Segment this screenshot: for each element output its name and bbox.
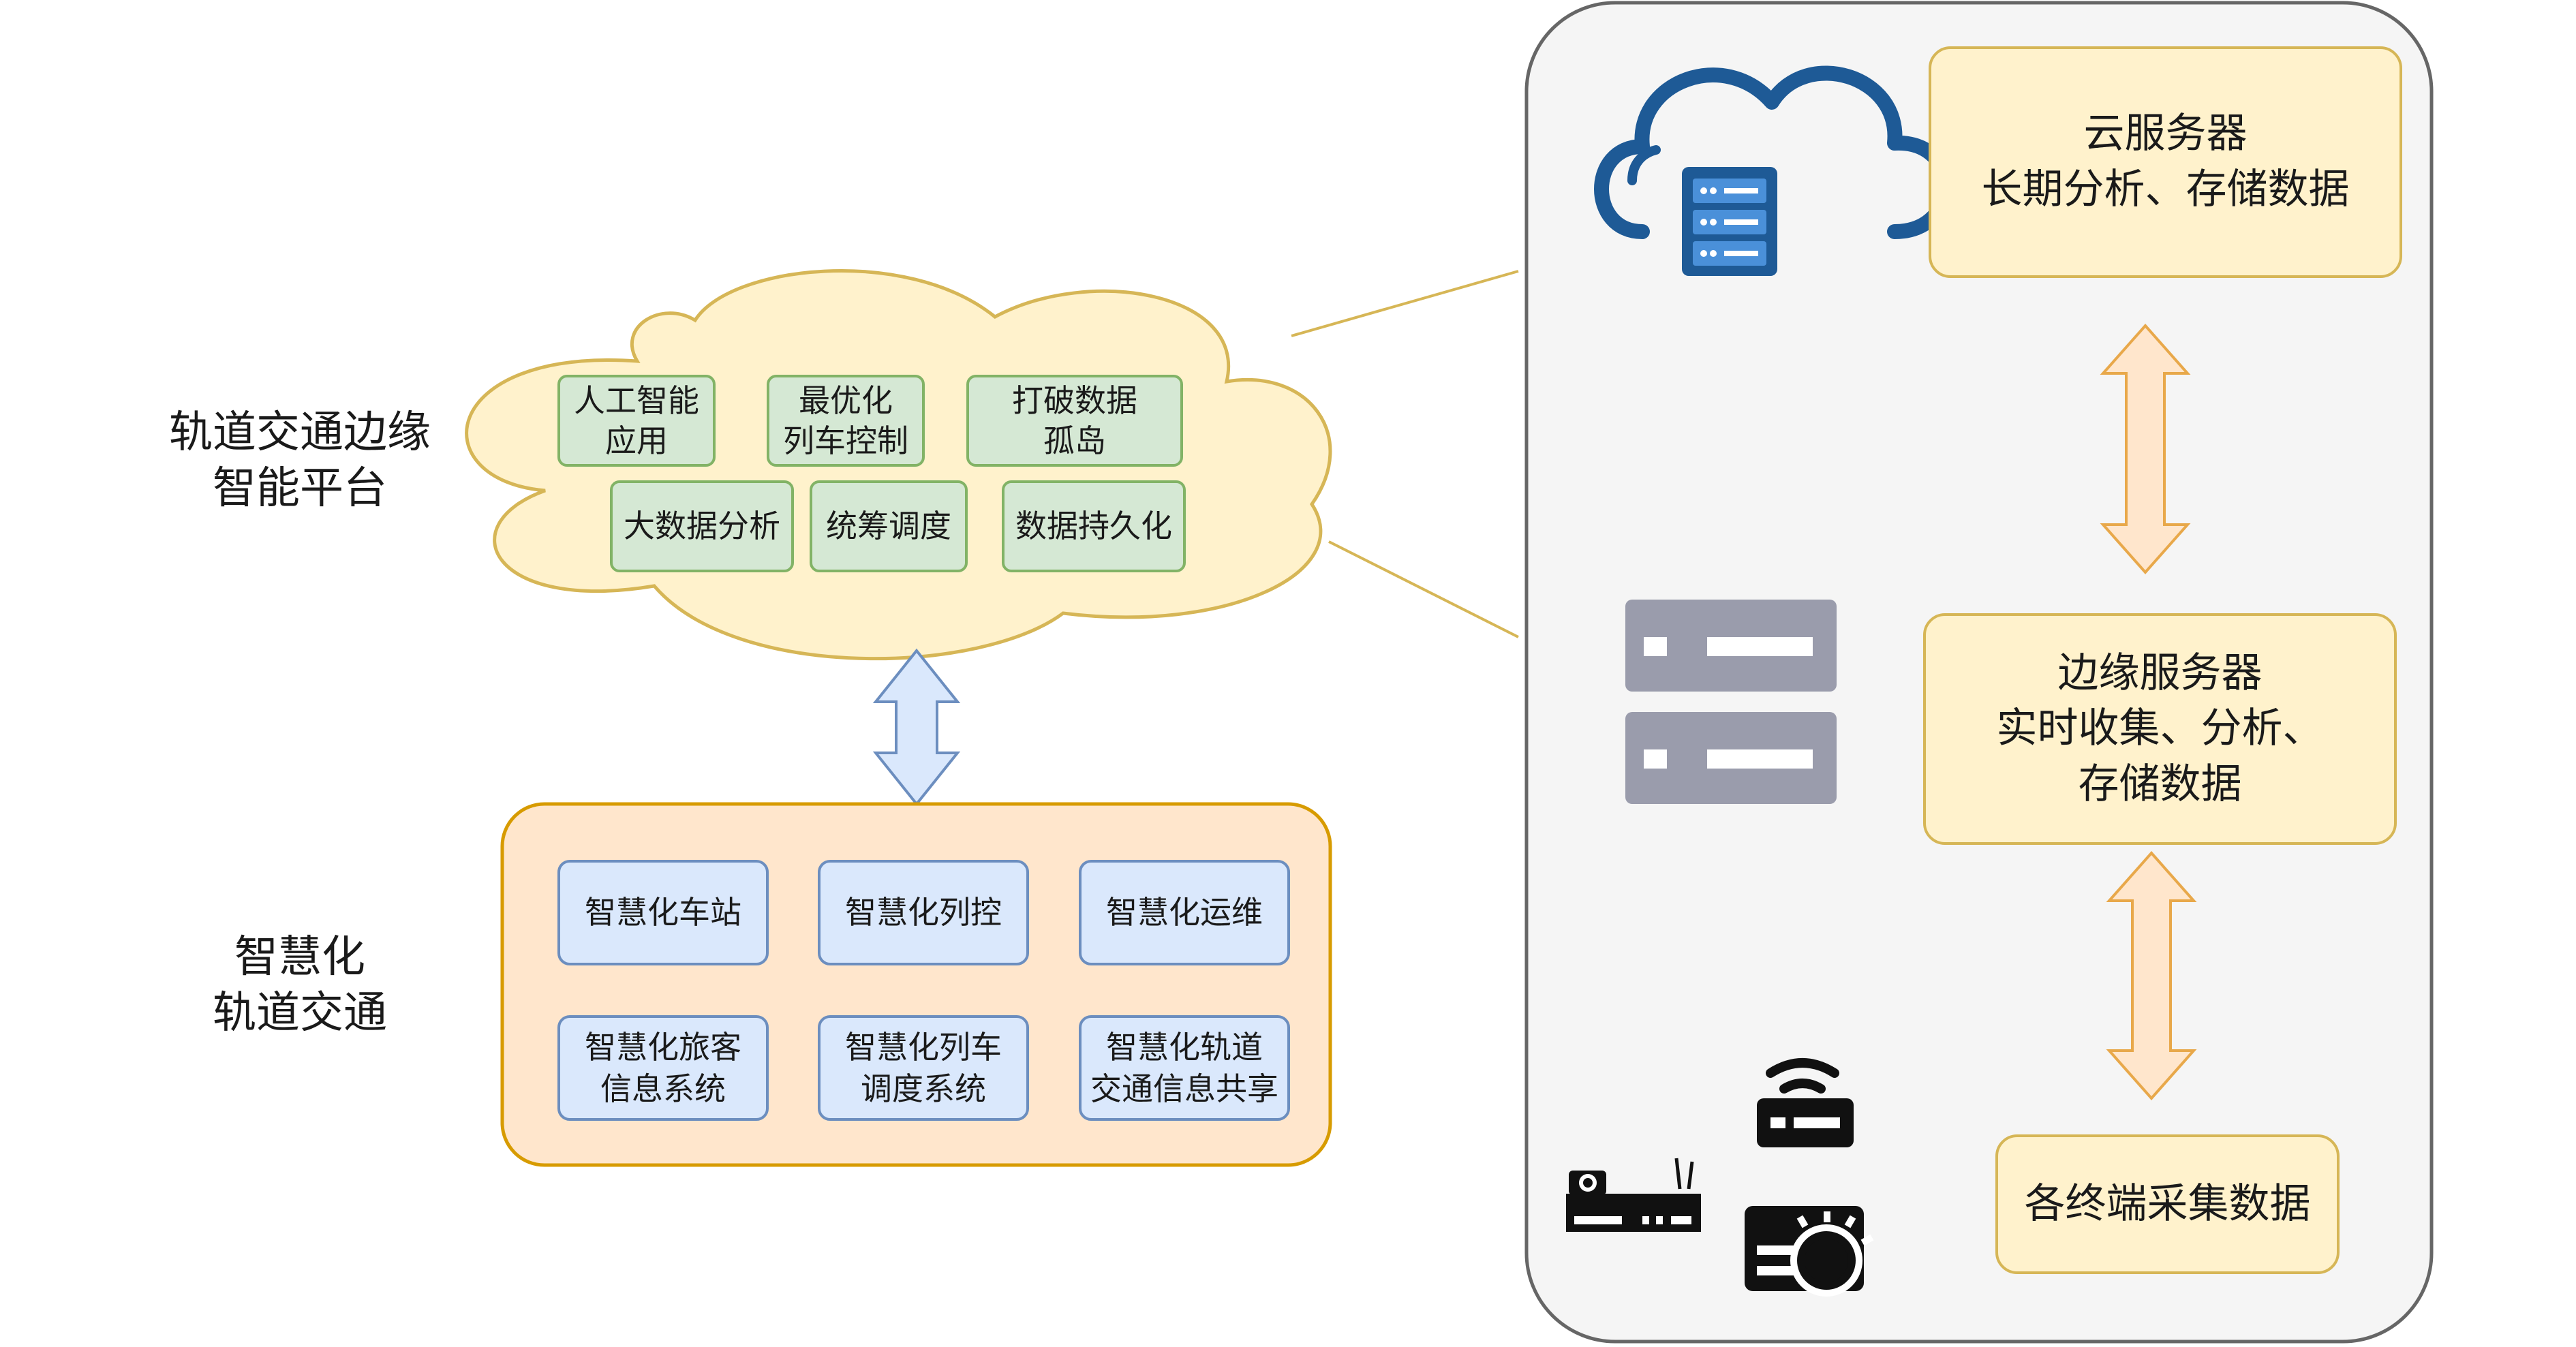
smart-train-control-box: 智慧化列控: [818, 860, 1029, 965]
overall-scheduling-box: 统筹调度: [810, 480, 968, 572]
router-icon: [1757, 1058, 1854, 1147]
terminal-data-collection-box: 各终端采集数据: [1995, 1134, 2340, 1274]
camera-recorder-icon: [1566, 1158, 1701, 1232]
smart-passenger-info-box: 智慧化旅客 信息系统: [557, 1015, 769, 1121]
break-data-silos-box: 打破数据 孤岛: [966, 375, 1183, 467]
edge-platform-label: 轨道交通边缘 智能平台: [169, 407, 431, 514]
double-arrow-cloud-to-transit: [872, 648, 961, 807]
smart-train-dispatch-box: 智慧化列车 调度系统: [818, 1015, 1029, 1121]
edge-server-box: 边缘服务器 实时收集、分析、 存储数据: [1923, 613, 2397, 845]
smart-operation-maintenance-box: 智慧化运维: [1079, 860, 1290, 965]
smart-station-box: 智慧化车站: [557, 860, 769, 965]
cloud-server-box: 云服务器 长期分析、存储数据: [1929, 46, 2402, 278]
smart-transit-info-sharing-box: 智慧化轨道 交通信息共享: [1079, 1015, 1290, 1121]
double-arrow-cloud-to-edge: [2100, 323, 2191, 575]
connector-line-top: [1291, 270, 1519, 337]
optimized-train-control-box: 最优化 列车控制: [767, 375, 925, 467]
edge-server-icon: [1625, 600, 1837, 804]
smart-transit-label: 智慧化 轨道交通: [213, 932, 387, 1038]
connector-line-bottom: [1328, 540, 1519, 638]
data-persistence-box: 数据持久化: [1002, 480, 1186, 572]
double-arrow-edge-to-terminal: [2106, 850, 2197, 1101]
big-data-analysis-box: 大数据分析: [610, 480, 794, 572]
sensor-device-icon: [1745, 1206, 1874, 1297]
ai-application-box: 人工智能 应用: [557, 375, 716, 467]
